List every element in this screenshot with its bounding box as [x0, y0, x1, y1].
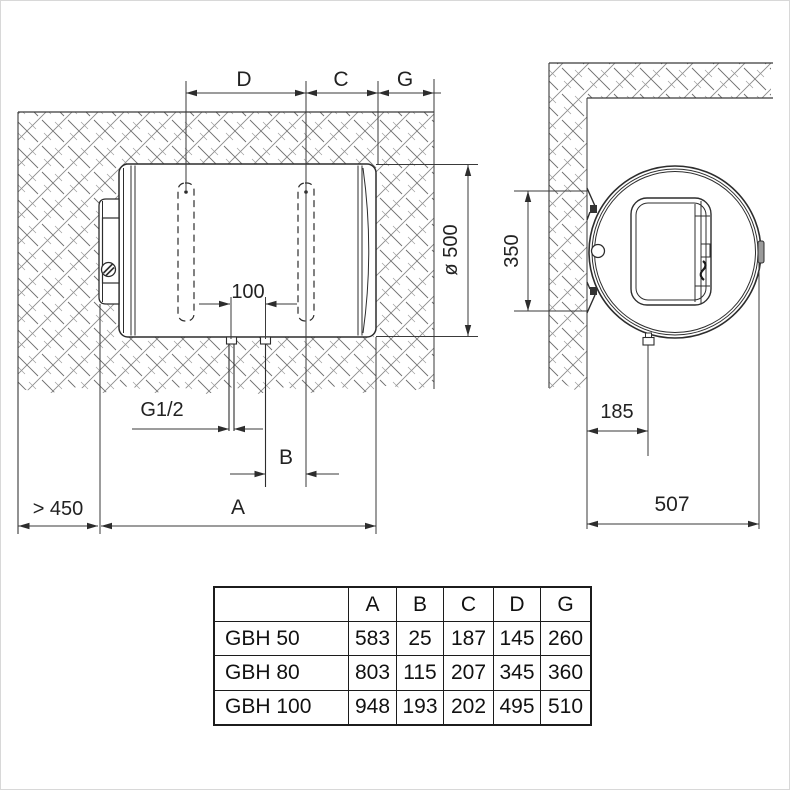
dim-bracket-spacing: 350: [501, 190, 587, 312]
dim-label-c: C: [333, 68, 348, 91]
table-cell: 260: [540, 621, 592, 657]
table-header-row: A B C D G: [213, 586, 592, 623]
table-cell: 202: [443, 689, 494, 726]
side-fitting: [757, 240, 765, 264]
table-cell: 948: [348, 689, 397, 726]
end-cover: [630, 197, 712, 306]
dim-label-bracket-spacing: 350: [501, 234, 523, 267]
model-name: GBH 50: [213, 621, 349, 657]
dim-a: A: [101, 496, 376, 530]
extension-lines-left: [99, 81, 478, 534]
table-cell: 510: [540, 689, 592, 726]
dim-clearance: > 450: [18, 498, 98, 530]
dim-label-diameter: ø 500: [440, 224, 462, 275]
right-view: 350 185 507: [501, 62, 773, 529]
screw-icon: [100, 261, 117, 278]
table-cell: 115: [396, 655, 444, 691]
dim-drain-offset: 185: [587, 401, 648, 435]
table-row: GBH 50 583 25 187 145 260: [213, 621, 592, 657]
cover-latch: [699, 260, 707, 281]
table-cell: 187: [443, 621, 494, 657]
dim-label-g: G: [397, 68, 413, 91]
dim-b: B: [230, 446, 339, 478]
dim-pipe-spacing: 100: [199, 281, 297, 308]
dim-diameter: ø 500: [440, 165, 472, 336]
heater-shell: [588, 165, 762, 339]
left-view: D C G ø 500 100 G1/2: [17, 68, 478, 534]
dim-label-drain-offset: 185: [600, 401, 633, 423]
table-cell: 25: [396, 621, 444, 657]
technical-drawing: D C G ø 500 100 G1/2: [17, 62, 773, 534]
table-header-c: C: [443, 586, 494, 623]
table-cell: 803: [348, 655, 397, 691]
dim-depth: 507: [587, 493, 759, 528]
table-header-d: D: [493, 586, 541, 623]
table-cell: 495: [493, 689, 541, 726]
table-header-a: A: [348, 586, 397, 623]
tank-body: [118, 163, 377, 338]
table-row: GBH 80 803 115 207 345 360: [213, 655, 592, 691]
table-header-g: G: [540, 586, 592, 623]
table-cell: 145: [493, 621, 541, 657]
dimensions-table: A B C D G GBH 50 583 25 187 145 260 GBH …: [213, 586, 592, 726]
knob: [590, 243, 606, 259]
drain-fitting: [642, 332, 655, 456]
wall-hatch-right: [549, 63, 771, 390]
model-name: GBH 80: [213, 655, 349, 691]
dim-label-a: A: [231, 496, 245, 519]
table-cell: 345: [493, 655, 541, 691]
table-cell: 193: [396, 689, 444, 726]
table-cell: 207: [443, 655, 494, 691]
dim-label-d: D: [236, 68, 251, 91]
dim-label-depth: 507: [654, 493, 689, 516]
dim-thread: G1/2: [132, 399, 263, 433]
table-cell: 360: [540, 655, 592, 691]
table-row: GBH 100 948 193 202 495 510: [213, 689, 592, 726]
dim-top-chain: D C G: [186, 68, 441, 97]
table-cell: 583: [348, 621, 397, 657]
dim-label-b: B: [279, 446, 293, 469]
dim-label-thread: G1/2: [140, 399, 183, 421]
dim-label-pipe-spacing: 100: [231, 281, 264, 303]
table-header-b: B: [396, 586, 444, 623]
dim-label-clearance: > 450: [33, 498, 84, 520]
table-corner-cell: [213, 586, 349, 623]
model-name: GBH 100: [213, 689, 349, 726]
flange-bracket: [98, 198, 120, 305]
wall-brackets: [586, 187, 597, 314]
